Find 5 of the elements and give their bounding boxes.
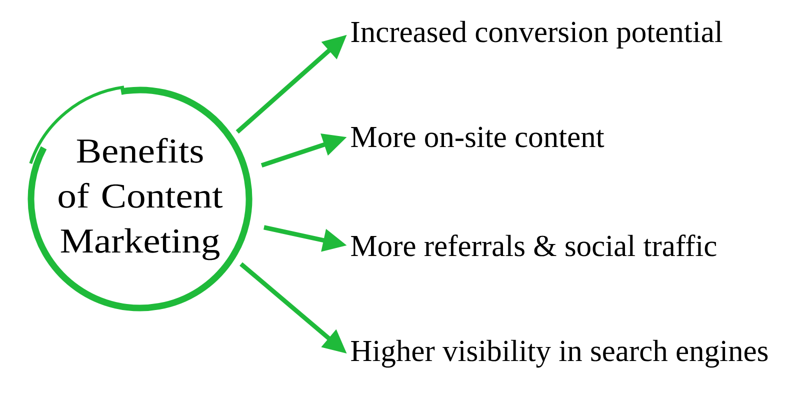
- benefit-label: Higher visibility in search engines: [351, 340, 768, 368]
- benefit-label: Increased conversion potential: [351, 20, 722, 48]
- circle-node: Benefits of Content Marketing: [28, 86, 252, 312]
- benefit-label: More referrals & social traffic: [351, 234, 716, 256]
- benefit-label: More on-site content: [351, 126, 604, 148]
